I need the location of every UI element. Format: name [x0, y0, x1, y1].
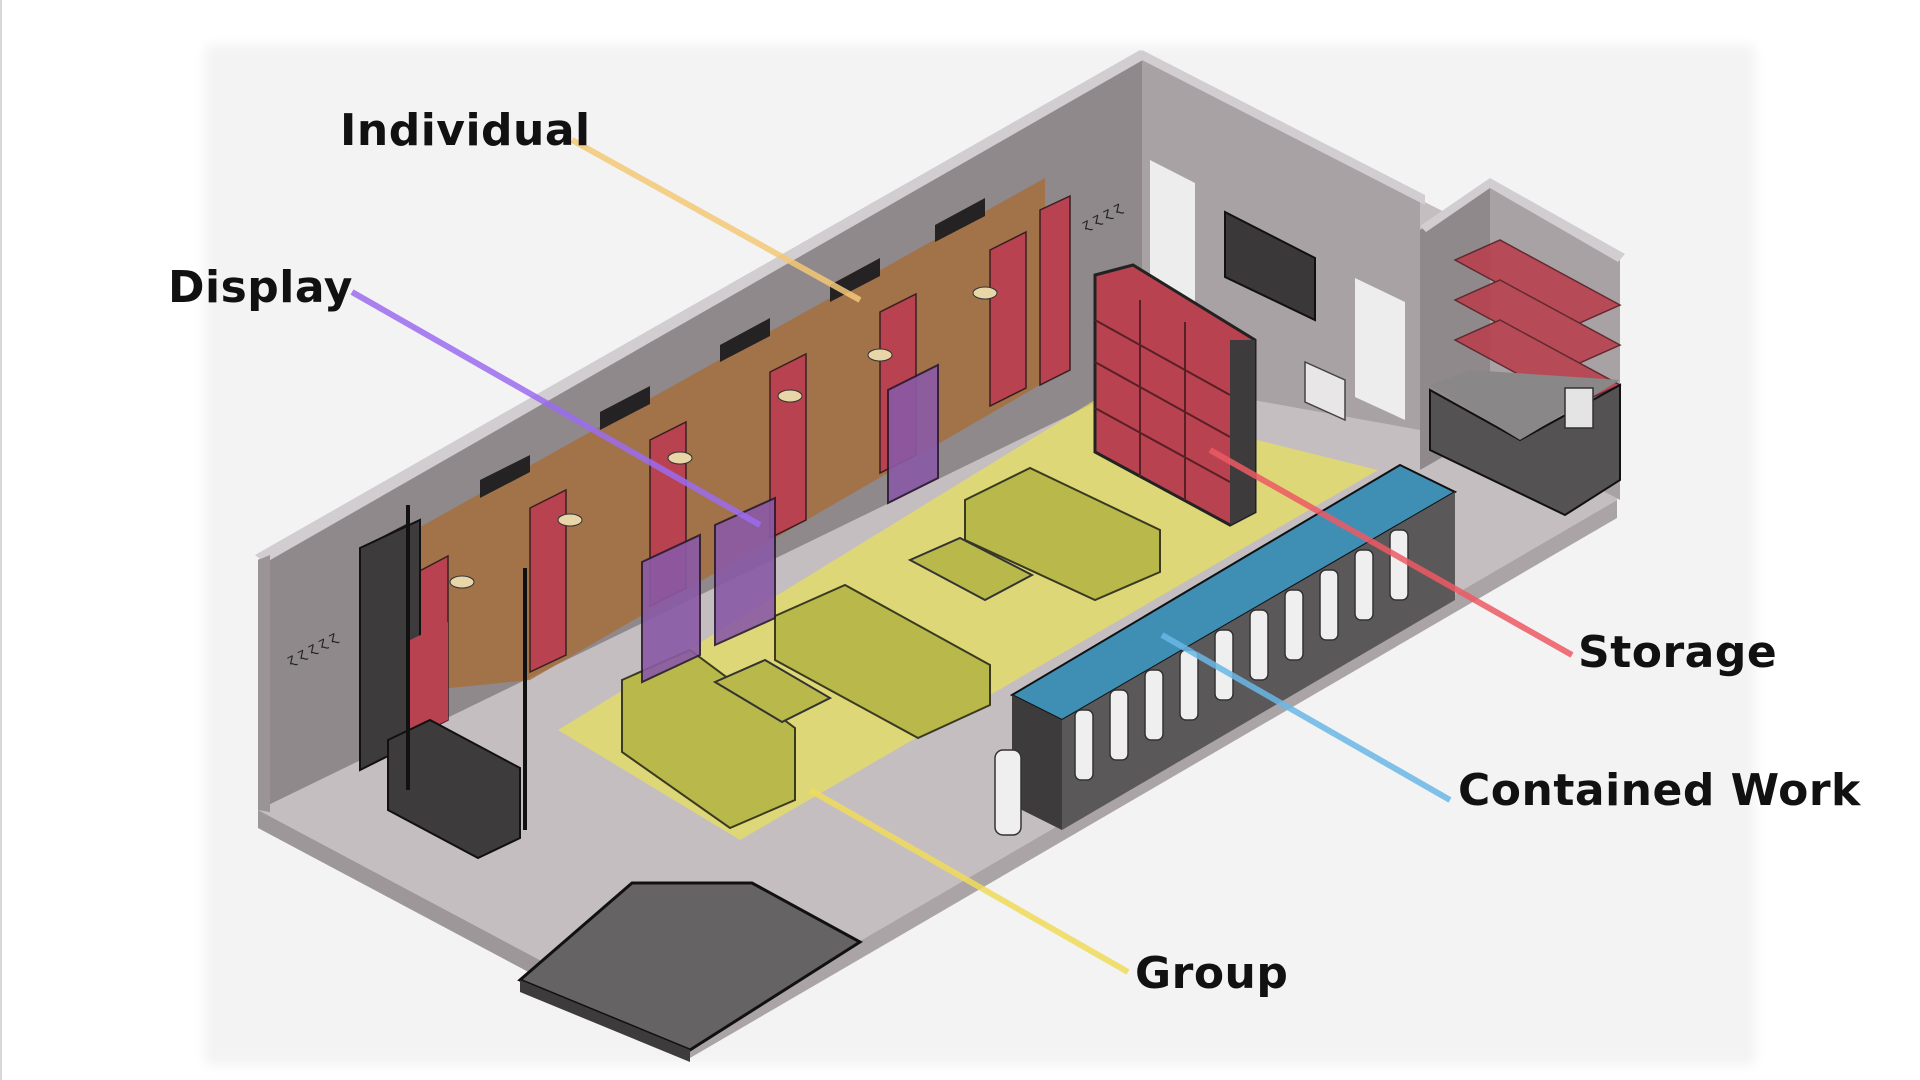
display-panels	[641, 363, 939, 684]
leader-display	[350, 289, 762, 528]
back-wall-left-top	[255, 50, 1150, 563]
left-frame-rule	[0, 0, 2, 1080]
doorway-2	[1355, 278, 1405, 420]
end-wall-left	[258, 555, 270, 812]
sofas	[621, 466, 1161, 830]
leader-group	[808, 787, 1130, 975]
leader-storage	[1208, 447, 1574, 658]
work-table-end	[1012, 695, 1062, 830]
label-display: Display	[168, 262, 353, 313]
label-contained-work: Contained Work	[1458, 765, 1861, 816]
booth-lamps	[449, 286, 998, 589]
coffee-tables	[712, 536, 1035, 724]
printer	[1304, 360, 1346, 422]
label-group: Group	[1135, 948, 1289, 999]
work-stools	[994, 529, 1409, 836]
wall-monitor	[1224, 210, 1316, 322]
leader-contained	[1160, 632, 1452, 803]
storage-unit-side	[1230, 340, 1255, 525]
storage-grid	[1094, 300, 1231, 500]
coffee-machine	[1564, 387, 1594, 429]
label-individual: Individual	[340, 105, 591, 156]
entry-shelving-red	[410, 622, 448, 738]
back-wall-right-top	[1142, 50, 1425, 205]
entry-bench	[387, 718, 521, 860]
alcove-wall-top	[1420, 178, 1625, 262]
label-storage: Storage	[1578, 627, 1778, 678]
leader-individual	[570, 137, 862, 303]
front-platform-edge	[520, 980, 690, 1062]
